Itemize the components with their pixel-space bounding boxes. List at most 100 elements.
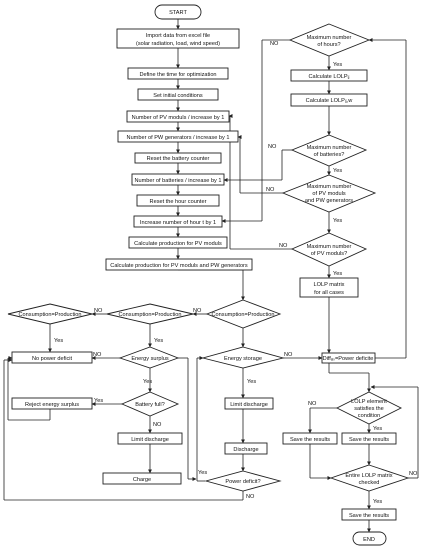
node-define-time: Define the time for optimization xyxy=(127,67,229,80)
calc-pv-pw-label: Calculate production for PV moduls and P… xyxy=(110,263,248,269)
discharge-label: Discharge xyxy=(233,447,258,453)
cons-prod-1-label: Consumption=Production xyxy=(19,312,82,318)
decision-lolp-element: LOLP element satisfies the condition xyxy=(335,391,403,425)
edge-label-yes: Yes xyxy=(143,379,152,385)
node-save-results-left: Save the results xyxy=(282,432,338,445)
node-save-results-final: Save the results xyxy=(341,508,397,521)
node-diff-power: Diffₐₛ=Power deficite xyxy=(321,352,376,364)
import-data-label-1: Import data from excel file xyxy=(146,33,210,39)
node-calc-pv-pw: Calculate production for PV moduls and P… xyxy=(105,258,253,271)
save-results-left-label: Save the results xyxy=(290,437,330,443)
edge-label-yes: Yes xyxy=(333,271,342,277)
reset-hour-label: Reset the hour counter xyxy=(150,199,207,205)
decision-energy-storage: Energy storage xyxy=(201,346,285,369)
edge-label-yes: Yes xyxy=(333,168,342,174)
max-pv-pw-label-2: of PV moduls xyxy=(312,191,345,197)
edge-label-yes: Yes xyxy=(333,218,342,224)
batteries-label: Number of batteries / increase by 1 xyxy=(134,178,221,184)
decision-cons-prod-1: Consumption=Production xyxy=(7,303,93,325)
node-pv-modules: Number of PV moduls / increase by 1 xyxy=(126,110,230,123)
node-reset-hour: Reset the hour counter xyxy=(136,194,220,207)
lolp-element-label-2: satisfies the xyxy=(354,406,384,412)
node-set-initial: Set initial conditions xyxy=(137,88,219,101)
edge-label-no: NO xyxy=(246,494,255,500)
max-pv-pw-label-1: Maximum number xyxy=(307,184,352,190)
edge-label-yes: Yes xyxy=(198,470,207,476)
no-deficit-label: No power deficit xyxy=(32,356,73,362)
edge-label-no: NO xyxy=(279,243,288,249)
decision-entire-matrix: Entire LOLP matrix checked xyxy=(329,464,410,492)
edge-label-no: NO xyxy=(308,401,317,407)
energy-storage-label: Energy storage xyxy=(224,356,262,362)
node-batteries: Number of batteries / increase by 1 xyxy=(131,173,225,186)
node-limit-discharge-left: Limit discharge xyxy=(117,432,183,445)
max-batteries-label-1: Maximum number xyxy=(307,145,352,151)
reject-surplus-label: Reject energy surplus xyxy=(25,402,79,408)
edge-label-no: NO xyxy=(409,471,418,477)
decision-cons-prod-3: Consumption=Production xyxy=(205,299,282,329)
node-lolp-matrix: LOLP matrix for all cases xyxy=(299,277,359,298)
node-reject-surplus: Reject energy surplus xyxy=(11,397,93,410)
node-charge: Charge xyxy=(102,472,182,485)
edge-label-no: NO xyxy=(284,352,293,358)
start-label: START xyxy=(169,10,187,16)
increase-hour-label: Increase number of hour t by 1 xyxy=(140,220,216,226)
reset-battery-label: Reset the battery counter xyxy=(147,156,210,162)
battery-full-label: Battery full? xyxy=(135,402,165,408)
edge-label-yes: Yes xyxy=(94,398,103,404)
node-save-results-mid: Save the results xyxy=(341,432,397,445)
edge-label-no: NO xyxy=(268,144,277,150)
edge-label-no: NO xyxy=(94,308,103,314)
calc-lolp-ijw-label: Calculate LOLPᵢⱼ,w xyxy=(306,98,354,104)
edge-label-no: NO xyxy=(270,41,279,47)
save-results-final-label: Save the results xyxy=(349,513,389,519)
save-results-mid-label: Save the results xyxy=(349,437,389,443)
decision-energy-surplus: Energy surplus xyxy=(118,346,180,369)
max-pv-label-1: Maximum number xyxy=(307,244,352,250)
edge-label-yes: Yes xyxy=(373,499,382,505)
decision-max-pv-pw: Maximum number of PV moduls and PW gener… xyxy=(281,174,377,213)
decision-max-pv: Maximum number of PV moduls? xyxy=(290,232,368,267)
lolp-matrix-label-1: LOLP matrix xyxy=(314,282,345,288)
edge-label-yes: Yes xyxy=(154,338,163,344)
edge-label-no: NO xyxy=(193,308,202,314)
power-deficit-label: Power deficit? xyxy=(225,479,260,485)
decision-max-hours: Maximum number of hours? xyxy=(288,23,371,57)
edge-label-no: NO xyxy=(93,352,102,358)
entire-matrix-label-1: Entire LOLP matrix xyxy=(345,473,392,479)
node-reset-battery: Reset the battery counter xyxy=(134,152,222,164)
energy-surplus-label: Energy surplus xyxy=(131,356,169,362)
limit-discharge-left-label: Limit discharge xyxy=(131,437,169,443)
node-no-deficit: No power deficit xyxy=(11,351,93,364)
node-calc-pv: Calculate production for PV moduls xyxy=(128,236,228,249)
node-calc-lolp-ijw: Calculate LOLPᵢⱼ,w xyxy=(290,93,368,107)
decision-power-deficit: Power deficit? xyxy=(204,470,282,492)
lolp-element-label-1: LOLP element xyxy=(351,399,387,405)
charge-label: Charge xyxy=(133,477,151,483)
edge-label-no: NO xyxy=(153,422,162,428)
limit-discharge-right-label: Limit discharge xyxy=(230,402,268,408)
cons-prod-3-label: Consumption=Production xyxy=(212,312,275,318)
cons-prod-2-label: Consumption=Production xyxy=(119,312,182,318)
edge-label-no: NO xyxy=(266,187,275,193)
lolp-matrix-label-2: for all cases xyxy=(314,290,344,296)
decision-cons-prod-2: Consumption=Production xyxy=(106,303,194,325)
node-limit-discharge-right: Limit discharge xyxy=(224,397,274,410)
max-hours-label-2: of hours? xyxy=(317,42,340,48)
pv-modules-label: Number of PV moduls / increase by 1 xyxy=(132,115,225,121)
node-discharge: Discharge xyxy=(224,442,268,455)
node-increase-hour: Increase number of hour t by 1 xyxy=(133,215,223,228)
decision-max-batteries: Maximum number of batteries? xyxy=(290,134,368,167)
pw-generators-label: Number of PW generators / increase by 1 xyxy=(127,135,230,141)
set-initial-label: Set initial conditions xyxy=(153,93,203,99)
max-hours-label-1: Maximum number xyxy=(307,35,352,41)
max-pv-label-2: of PV moduls? xyxy=(311,251,347,257)
decision-battery-full: Battery full? xyxy=(120,391,180,417)
edge-label-yes: Yes xyxy=(373,426,382,432)
edge-labels: Yes NO Yes NO Yes NO NO Yes NO NO Yes Ye… xyxy=(54,41,418,505)
edge-label-yes: Yes xyxy=(333,62,342,68)
entire-matrix-label-2: checked xyxy=(359,480,380,486)
max-pv-pw-label-3: and PW generators xyxy=(305,198,353,204)
edge-label-yes: Yes xyxy=(247,379,256,385)
